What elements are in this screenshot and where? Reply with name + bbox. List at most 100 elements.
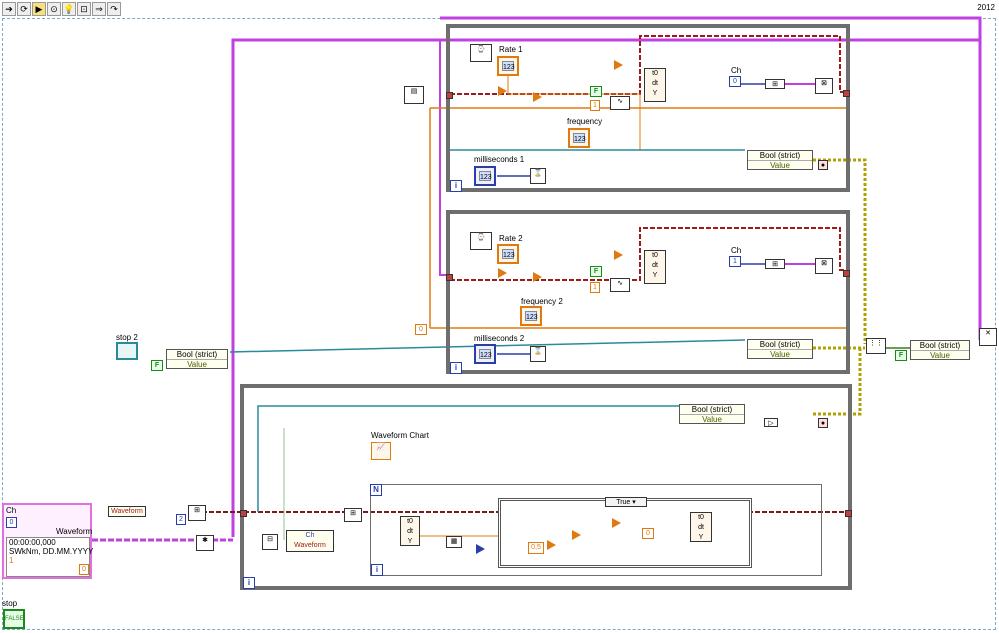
loop1-bool-property[interactable]: Bool (strict) Value bbox=[747, 150, 813, 170]
loop3-not-icon[interactable]: ▷ bbox=[764, 418, 778, 427]
loop1-rate-control[interactable]: 123 bbox=[497, 56, 519, 76]
loop2-bool-property[interactable]: Bool (strict) Value bbox=[747, 339, 813, 359]
flush-queue-icon[interactable]: ✱ bbox=[196, 535, 214, 551]
cluster-waveform-label: Waveform bbox=[56, 527, 93, 536]
loop2-shift-register-left bbox=[446, 274, 453, 281]
loop3-iteration-terminal: i bbox=[243, 577, 255, 589]
cluster-date: SWkNm, DD.MM.YYYY bbox=[9, 547, 94, 556]
for-loop-i-terminal: i bbox=[371, 564, 383, 576]
case-const-0[interactable]: 0 bbox=[642, 528, 654, 539]
loop2-frequency-label: frequency 2 bbox=[521, 297, 563, 306]
loop1-iteration-terminal: i bbox=[450, 180, 462, 192]
case-selector[interactable]: True ▾ bbox=[605, 497, 647, 507]
loop1-value-label: Value bbox=[770, 161, 790, 170]
retain-icon[interactable]: ⊡ bbox=[77, 2, 91, 16]
stop2-button-terminal[interactable] bbox=[116, 342, 138, 360]
loop2-timing-node[interactable]: ⌚ bbox=[470, 232, 492, 250]
while-loop-3[interactable] bbox=[240, 384, 852, 590]
loop2-ms-control[interactable]: 123 bbox=[474, 344, 496, 364]
step-into-icon[interactable]: ⇒ bbox=[92, 2, 106, 16]
loop1-frequency-label: frequency bbox=[567, 117, 603, 126]
right-false-const: F bbox=[895, 350, 907, 361]
merge-errors-icon[interactable]: ⋮⋮ bbox=[866, 338, 886, 354]
highlight-icon[interactable]: 💡 bbox=[62, 2, 76, 16]
toolbar: ➔ ⟳ ▶ ⊙ 💡 ⊡ ⇒ ↷ 2012 bbox=[0, 0, 999, 18]
loop2-iteration-terminal: i bbox=[450, 362, 462, 374]
for-loop-inner[interactable] bbox=[370, 484, 822, 576]
loop1-frequency-control[interactable]: 123 bbox=[568, 128, 590, 148]
loop2-rate-control[interactable]: 123 bbox=[497, 244, 519, 264]
loop3-dequeue-icon[interactable]: ⊟ bbox=[262, 534, 278, 550]
wire-teal-3 bbox=[257, 405, 680, 512]
loop2-bundle-icon[interactable]: ⊞ bbox=[765, 259, 785, 269]
left-value-label: Value bbox=[187, 360, 207, 369]
loop2-divide-icon bbox=[614, 250, 623, 260]
left-const-2[interactable]: 2 bbox=[176, 514, 186, 525]
loop1-multiply-icon bbox=[533, 92, 542, 102]
while-loop-1[interactable] bbox=[446, 24, 850, 192]
loop1-compare-icon bbox=[498, 86, 507, 96]
case-const-05[interactable]: 0,5 bbox=[528, 542, 544, 554]
loop2-ch-const[interactable]: 1 bbox=[729, 256, 741, 267]
while-loop-2[interactable] bbox=[446, 210, 850, 374]
stop-label: stop bbox=[2, 599, 18, 608]
waveform-display[interactable]: 00:00:00,000 SWkNm, DD.MM.YYYY 1 0 bbox=[6, 537, 94, 577]
loop3-stop-condition-icon[interactable]: ● bbox=[818, 418, 828, 428]
right-bool-property[interactable]: Bool (strict) Value bbox=[910, 340, 970, 360]
loop1-ch-const[interactable]: 0 bbox=[729, 76, 741, 87]
run-arrow-icon[interactable]: ➔ bbox=[2, 2, 16, 16]
cluster-index: 1 bbox=[9, 556, 14, 565]
cluster-control[interactable]: Ch 0 Waveform 00:00:00,000 SWkNm, DD.MM.… bbox=[2, 503, 94, 579]
pause-icon[interactable]: ⊙ bbox=[47, 2, 61, 16]
loop2-sine-icon[interactable]: ∿ bbox=[610, 278, 630, 292]
loop1-bool-label: Bool (strict) bbox=[748, 151, 812, 161]
loop3-unbundle[interactable]: Ch Waveform bbox=[286, 530, 334, 552]
loop1-shift-register-right bbox=[843, 90, 850, 97]
run-continuous-icon[interactable]: ⟳ bbox=[17, 2, 31, 16]
cluster-ch-value[interactable]: 0 bbox=[6, 517, 17, 528]
loop3-unbundle-waveform: Waveform bbox=[294, 542, 326, 549]
case-multiply-icon bbox=[547, 540, 556, 550]
release-queue-icon[interactable]: ✕ bbox=[979, 328, 997, 346]
loop2-frequency-control[interactable]: 123 bbox=[520, 306, 542, 326]
loop2-enqueue-icon[interactable]: ⊠ bbox=[815, 258, 833, 274]
stop2-label: stop 2 bbox=[116, 333, 138, 342]
case-add-icon bbox=[572, 530, 581, 540]
loop2-zero-const[interactable]: 0 bbox=[415, 324, 427, 335]
loop1-timing-node[interactable]: ⌚ bbox=[470, 44, 492, 62]
loop1-one-const: 1 bbox=[590, 100, 600, 111]
waveform-chart-terminal[interactable]: 📈 bbox=[371, 442, 391, 460]
left-bool-property[interactable]: Bool (strict) Value bbox=[166, 349, 228, 369]
waveform-type-const[interactable]: Waveform bbox=[108, 506, 146, 517]
loop2-rate-label: Rate 2 bbox=[499, 234, 523, 243]
loop1-ms-control[interactable]: 123 bbox=[474, 166, 496, 186]
obtain-queue-icon[interactable]: ⊞ bbox=[188, 505, 206, 521]
right-value-label: Value bbox=[930, 351, 950, 360]
loop1-false-const: F bbox=[590, 86, 602, 97]
loop1-bundle-icon[interactable]: ⊞ bbox=[765, 79, 785, 89]
loop1-sine-icon[interactable]: ∿ bbox=[610, 96, 630, 110]
loop3-index-icon[interactable]: ⊞ bbox=[344, 508, 362, 522]
loop3-shift-register-right bbox=[845, 510, 852, 517]
wire-red-loop2-a bbox=[450, 227, 850, 281]
loop2-wait-icon[interactable]: ⌛ bbox=[530, 346, 546, 362]
left-false-const: F bbox=[151, 360, 163, 371]
case-subtract-icon bbox=[612, 518, 621, 528]
abort-icon[interactable]: ▶ bbox=[32, 2, 46, 16]
loop3-array-icon[interactable]: ▦ bbox=[446, 536, 462, 548]
step-over-icon[interactable]: ↷ bbox=[107, 2, 121, 16]
loop1-wait-icon[interactable]: ⌛ bbox=[530, 168, 546, 184]
loop1-enqueue-icon[interactable]: ⊠ bbox=[815, 78, 833, 94]
loop3-bool-property[interactable]: Bool (strict) Value bbox=[679, 404, 745, 424]
stop-button-terminal[interactable]: FALSE bbox=[3, 609, 25, 629]
loop1-queue-ref-icon[interactable]: ▤ bbox=[404, 86, 424, 104]
case-structure[interactable] bbox=[498, 498, 752, 568]
loop1-divide-icon bbox=[614, 60, 623, 70]
wire-bool-1 bbox=[813, 158, 867, 344]
loop3-unbundle-ch: Ch bbox=[305, 532, 315, 539]
loop1-stop-condition-icon[interactable]: ● bbox=[818, 160, 828, 170]
